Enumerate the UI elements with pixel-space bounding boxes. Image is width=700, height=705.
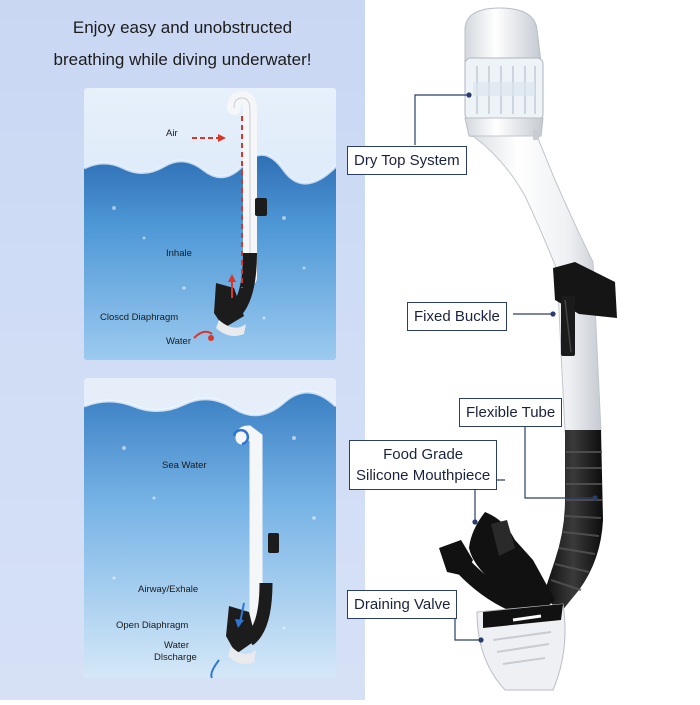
- exhale-diagram-art: [84, 378, 336, 678]
- snorkel-tube-icon: [439, 130, 617, 691]
- headline: Enjoy easy and unobstructed breathing wh…: [0, 12, 365, 76]
- closed-diaphragm-label: Closcd Diaphragm: [100, 312, 179, 323]
- exhale-diagram-panel: Sea Water Airway/Exhale Open Diaphragm W…: [84, 378, 336, 678]
- headline-line-2: breathing while diving underwater!: [53, 50, 312, 69]
- callout-flexible-tube: Flexible Tube: [459, 398, 563, 427]
- water-discharge-label-1: Water: [164, 640, 189, 651]
- callout-mouthpiece-line-1: Food Grade: [383, 446, 464, 463]
- callout-draining-valve: Draining Valve: [347, 590, 458, 619]
- airway-exhale-label: Airway/Exhale: [138, 584, 199, 595]
- open-diaphragm-label: Open Diaphragm: [116, 620, 189, 631]
- dry-top-valve-icon: [464, 7, 544, 140]
- snorkel-product-art: [414, 7, 617, 691]
- air-label: Air: [166, 128, 178, 139]
- inhale-diagram-panel: Air Inhale Closcd Diaphragm Water: [84, 88, 336, 360]
- inhale-label: Inhale: [166, 248, 192, 259]
- product-illustration-area: Dry Top System Fixed Buckle Flexible Tub…: [347, 0, 700, 700]
- water-discharge-label-2: Dlscharge: [154, 652, 197, 663]
- sea-water-label: Sea Water: [162, 460, 207, 471]
- callout-mouthpiece-line-2: Silicone Mouthpiece: [356, 467, 491, 484]
- callout-fixed-buckle: Fixed Buckle: [407, 302, 507, 331]
- headline-line-1: Enjoy easy and unobstructed: [72, 18, 293, 37]
- callout-silicone-mouthpiece: Food Grade Silicone Mouthpiece: [349, 440, 498, 490]
- inhale-diagram-art: [84, 88, 336, 360]
- water-label: Water: [166, 336, 191, 347]
- callout-dry-top-system: Dry Top System: [347, 146, 467, 175]
